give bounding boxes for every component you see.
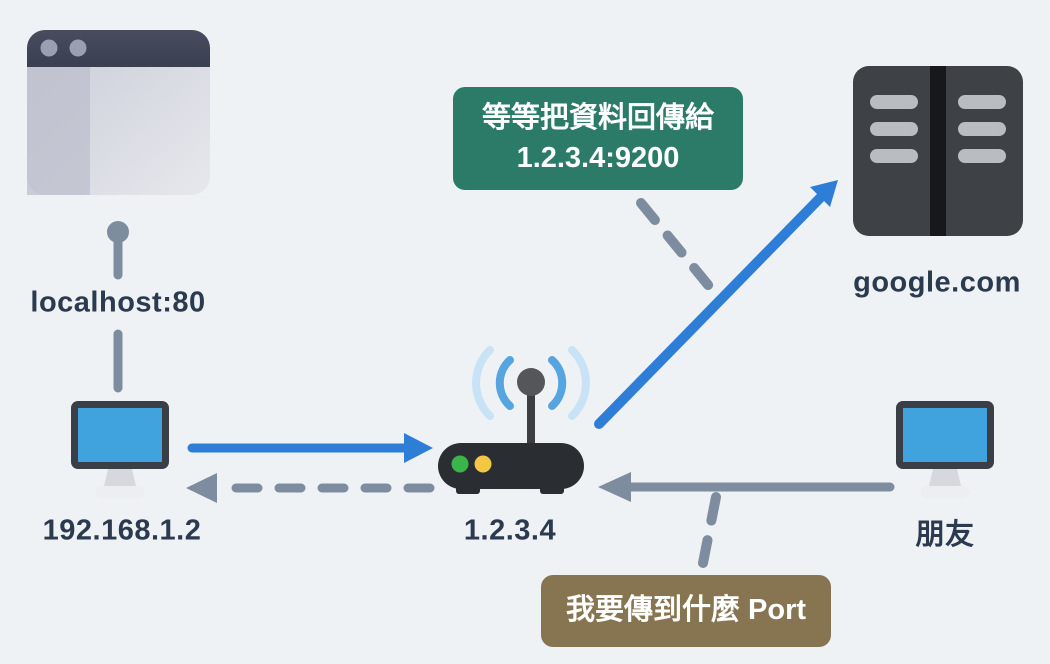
port-callout-text: 我要傳到什麼 Port [565,594,807,627]
window-dot-icon [69,39,87,57]
wifi-wave-icon [568,346,590,420]
outbound-arrow [594,180,838,429]
client-computer-icon [71,401,169,498]
router-ip-label: 1.2.3.4 [463,514,557,547]
client-ip-label: 192.168.1.2 [42,514,202,547]
server-domain-label: google.com [853,266,1021,299]
friend-computer-icon [896,401,994,498]
wifi-wave-icon [472,346,494,420]
wifi-router-icon [438,346,590,494]
server-rack-icon [853,66,1023,236]
router-led-yellow [474,455,492,473]
browser-window-icon [27,30,210,195]
window-dot-icon [40,39,58,57]
port-callout-connector [698,492,721,568]
reply-arrow [186,473,435,503]
port-callout: 我要傳到什麼 Port [541,575,831,647]
wifi-wave-icon [548,356,567,410]
browser-port-label: localhost:80 [30,286,206,319]
friend-label: 朋友 [915,519,975,551]
browser-connector [107,221,129,393]
friend-arrow [598,472,895,502]
reply-callout-line2: 1.2.3.4:9200 [516,141,680,174]
router-led-green [451,455,469,473]
reply-callout-connector [636,198,718,296]
wifi-wave-icon [495,356,514,410]
reply-callout-line1: 等等把資料回傳給 [481,102,714,135]
request-arrow [187,433,433,463]
reply-callout: 等等把資料回傳給 1.2.3.4:9200 [453,87,743,190]
